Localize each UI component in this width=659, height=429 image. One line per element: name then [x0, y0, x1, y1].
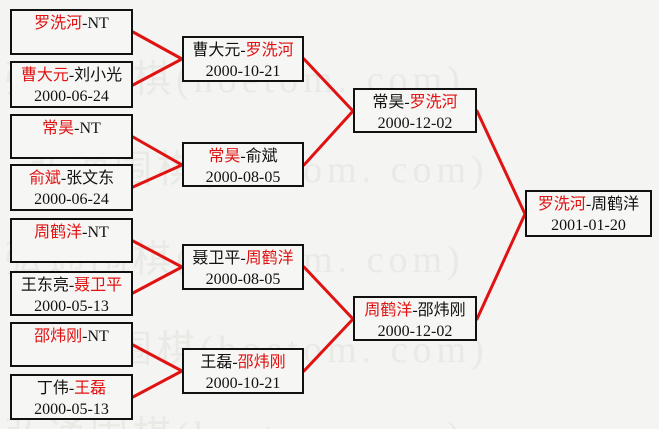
- match-players: 邵炜刚-NT: [12, 326, 131, 347]
- player-name: 王东亮-: [20, 277, 75, 294]
- match-players: 聂卫平-周鹤洋: [184, 248, 302, 269]
- player-name: 聂卫平-: [192, 250, 246, 267]
- player-name: 邵炜刚: [34, 328, 83, 345]
- match-box-r1-5: 周鹤洋-NT: [10, 218, 133, 263]
- match-players: 王东亮-聂卫平: [12, 275, 131, 296]
- connector-semi-2: [302, 265, 356, 373]
- match-box-r1-8: 丁伟-王磊 2000-05-13: [10, 374, 133, 420]
- match-players: 罗洗河-周鹤洋: [527, 194, 650, 215]
- match-box-r1-7: 邵炜刚-NT: [10, 322, 133, 367]
- match-box-r3-2: 周鹤洋-邵炜刚 2000-12-02: [353, 296, 477, 341]
- match-date: 2000-06-24: [34, 88, 109, 105]
- match-players: 常昊-俞斌: [184, 146, 302, 167]
- player-name: 曹大元: [20, 67, 69, 84]
- match-box-r1-6: 王东亮-聂卫平 2000-05-13: [10, 271, 133, 316]
- player-name: 周鹤洋: [245, 250, 294, 267]
- match-date: 2000-08-05: [205, 271, 281, 288]
- player-name: 常昊: [42, 120, 75, 137]
- connector-pair-1: [131, 30, 186, 87]
- match-date: 2000-06-24: [34, 191, 109, 208]
- player-name: -NT: [82, 328, 109, 345]
- match-players: 常昊-罗洗河: [355, 92, 475, 113]
- connector-pair-4: [131, 343, 186, 399]
- match-box-r1-4: 俞斌-张文东 2000-06-24: [10, 164, 133, 211]
- player-name: -张文东: [60, 170, 115, 187]
- connector-semi-1: [302, 57, 356, 167]
- player-name: -周鹤洋: [585, 196, 640, 213]
- player-name: 罗洗河: [409, 94, 458, 111]
- player-name: -俞斌: [240, 148, 278, 165]
- match-players: 王磊-邵炜刚: [184, 352, 302, 373]
- match-date: 2000-05-13: [34, 401, 109, 418]
- match-date: 2000-08-05: [205, 169, 281, 186]
- player-name: 曹大元-: [192, 42, 246, 59]
- player-name: -邵炜刚: [412, 302, 466, 319]
- match-date: 2000-05-13: [34, 298, 109, 315]
- match-players: 周鹤洋-邵炜刚: [355, 300, 475, 321]
- match-box-r1-2: 曹大元-刘小光 2000-06-24: [10, 61, 133, 108]
- match-players: 常昊-NT: [12, 118, 131, 139]
- match-date: 2001-01-20: [551, 217, 626, 234]
- match-box-r2-4: 王磊-邵炜刚 2000-10-21: [182, 348, 304, 394]
- match-players: 丁伟-王磊: [12, 378, 131, 399]
- player-name: 聂卫平: [74, 277, 123, 294]
- match-date: 2000-10-21: [205, 63, 281, 80]
- player-name: 周鹤洋: [364, 302, 413, 319]
- player-name: -NT: [82, 15, 109, 32]
- player-name: 常昊-: [372, 94, 410, 111]
- player-name: 丁伟-: [36, 380, 75, 397]
- match-box-r3-1: 常昊-罗洗河 2000-12-02: [353, 88, 477, 133]
- match-box-r2-1: 曹大元-罗洗河 2000-10-21: [182, 36, 304, 82]
- player-name: 俞斌: [28, 170, 61, 187]
- connector-pair-3: [131, 239, 186, 295]
- connector-pair-2: [131, 135, 186, 189]
- player-name: 王磊-: [200, 354, 238, 371]
- match-date: 2000-12-02: [377, 115, 453, 132]
- match-box-final: 罗洗河-周鹤洋 2001-01-20: [525, 190, 652, 237]
- match-players: 曹大元-刘小光: [12, 65, 131, 86]
- match-date: 2000-12-02: [377, 323, 453, 340]
- match-box-r1-1: 罗洗河-NT: [10, 9, 133, 55]
- player-name: 王磊: [74, 380, 107, 397]
- match-box-r2-3: 聂卫平-周鹤洋 2000-08-05: [182, 244, 304, 290]
- match-box-r1-3: 常昊-NT: [10, 114, 133, 159]
- match-players: 曹大元-罗洗河: [184, 40, 302, 61]
- player-name: 周鹤洋: [34, 224, 83, 241]
- player-name: 罗洗河: [34, 15, 83, 32]
- player-name: 罗洗河: [537, 196, 586, 213]
- match-players: 罗洗河-NT: [12, 13, 131, 34]
- player-name: -刘小光: [68, 67, 123, 84]
- player-name: -NT: [82, 224, 109, 241]
- match-players: 俞斌-张文东: [12, 168, 131, 189]
- match-date: 2000-10-21: [205, 375, 281, 392]
- match-box-r2-2: 常昊-俞斌 2000-08-05: [182, 142, 304, 187]
- match-players: 周鹤洋-NT: [12, 222, 131, 243]
- connector-final: [475, 109, 527, 321]
- player-name: 邵炜刚: [237, 354, 286, 371]
- player-name: 罗洗河: [245, 42, 294, 59]
- player-name: -NT: [74, 120, 101, 137]
- player-name: 常昊: [208, 148, 241, 165]
